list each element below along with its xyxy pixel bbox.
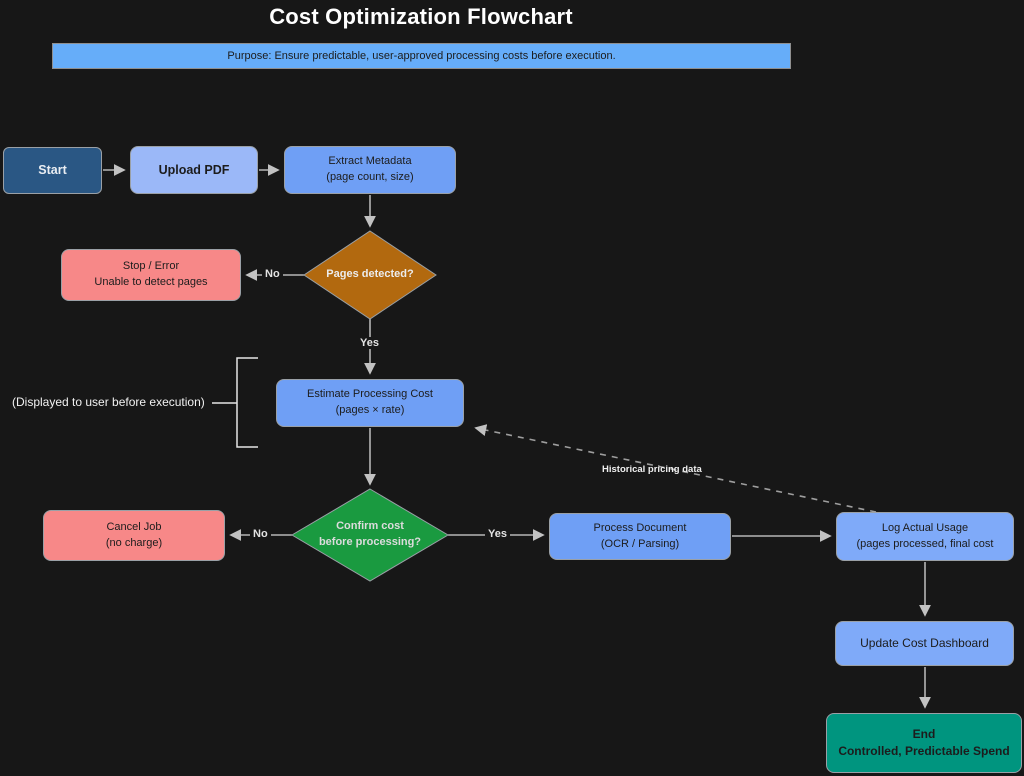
node-end-line1: End <box>912 726 936 741</box>
page-title: Cost Optimization Flowchart <box>269 4 573 29</box>
node-cancel-job: Cancel Job (no charge) <box>43 510 225 561</box>
node-log-actual-usage: Log Actual Usage (pages processed, final… <box>836 512 1014 561</box>
node-estimate-cost-line1: Estimate Processing Cost <box>307 388 433 401</box>
edge-label-pages-no: No <box>262 268 283 280</box>
confirm-cost-line2: before processing? <box>318 536 422 548</box>
node-extract-metadata-line1: Extract Metadata <box>328 155 412 168</box>
purpose-banner: Purpose: Ensure predictable, user-approv… <box>52 43 791 69</box>
node-upload-pdf: Upload PDF <box>130 146 258 194</box>
node-end: End Controlled, Predictable Spend <box>826 713 1022 773</box>
node-process-document: Process Document (OCR / Parsing) <box>549 513 731 560</box>
node-process-document-line1: Process Document <box>593 521 687 534</box>
node-upload-pdf-label: Upload PDF <box>158 162 230 177</box>
edge-label-confirm-no: No <box>250 528 271 540</box>
node-log-actual-usage-line1: Log Actual Usage <box>881 521 969 534</box>
annotation-displayed-to-user: (Displayed to user before execution) <box>12 395 205 409</box>
node-start: Start <box>3 147 102 194</box>
node-update-cost-dashboard: Update Cost Dashboard <box>835 621 1014 666</box>
node-stop-error: Stop / Error Unable to detect pages <box>61 249 241 301</box>
node-extract-metadata-line2: (page count, size) <box>326 171 414 183</box>
node-stop-error-line1: Stop / Error <box>122 260 180 273</box>
node-stop-error-line2: Unable to detect pages <box>94 276 208 288</box>
node-estimate-cost: Estimate Processing Cost (pages × rate) <box>276 379 464 427</box>
decision-pages-detected-shape <box>303 230 437 320</box>
node-end-line2: Controlled, Predictable Spend <box>838 744 1010 758</box>
node-cancel-job-line2: (no charge) <box>105 536 163 549</box>
decision-confirm-cost-label: Confirm cost before processing? <box>292 518 448 552</box>
node-process-document-line2: (OCR / Parsing) <box>600 537 680 550</box>
annotation-bracket <box>212 357 258 448</box>
edge-historical-dashed <box>474 424 877 513</box>
edge-label-pages-yes: Yes <box>357 337 382 349</box>
decision-confirm-cost-shape <box>291 488 449 582</box>
node-start-label: Start <box>38 163 67 178</box>
node-estimate-cost-line2: (pages × rate) <box>335 404 405 416</box>
node-log-actual-usage-line2: (pages processed, final cost <box>856 537 994 550</box>
confirm-cost-line1: Confirm cost <box>336 520 404 533</box>
node-update-cost-dashboard-label: Update Cost Dashboard <box>860 635 989 650</box>
node-cancel-job-line1: Cancel Job <box>106 520 162 533</box>
edge-label-confirm-yes: Yes <box>485 528 510 540</box>
decision-pages-detected-label: Pages detected? <box>304 261 436 289</box>
pages-detected-text: Pages detected? <box>326 268 414 281</box>
edge-label-historical-pricing: Historical pricing data <box>602 464 702 475</box>
node-extract-metadata: Extract Metadata (page count, size) <box>284 146 456 194</box>
